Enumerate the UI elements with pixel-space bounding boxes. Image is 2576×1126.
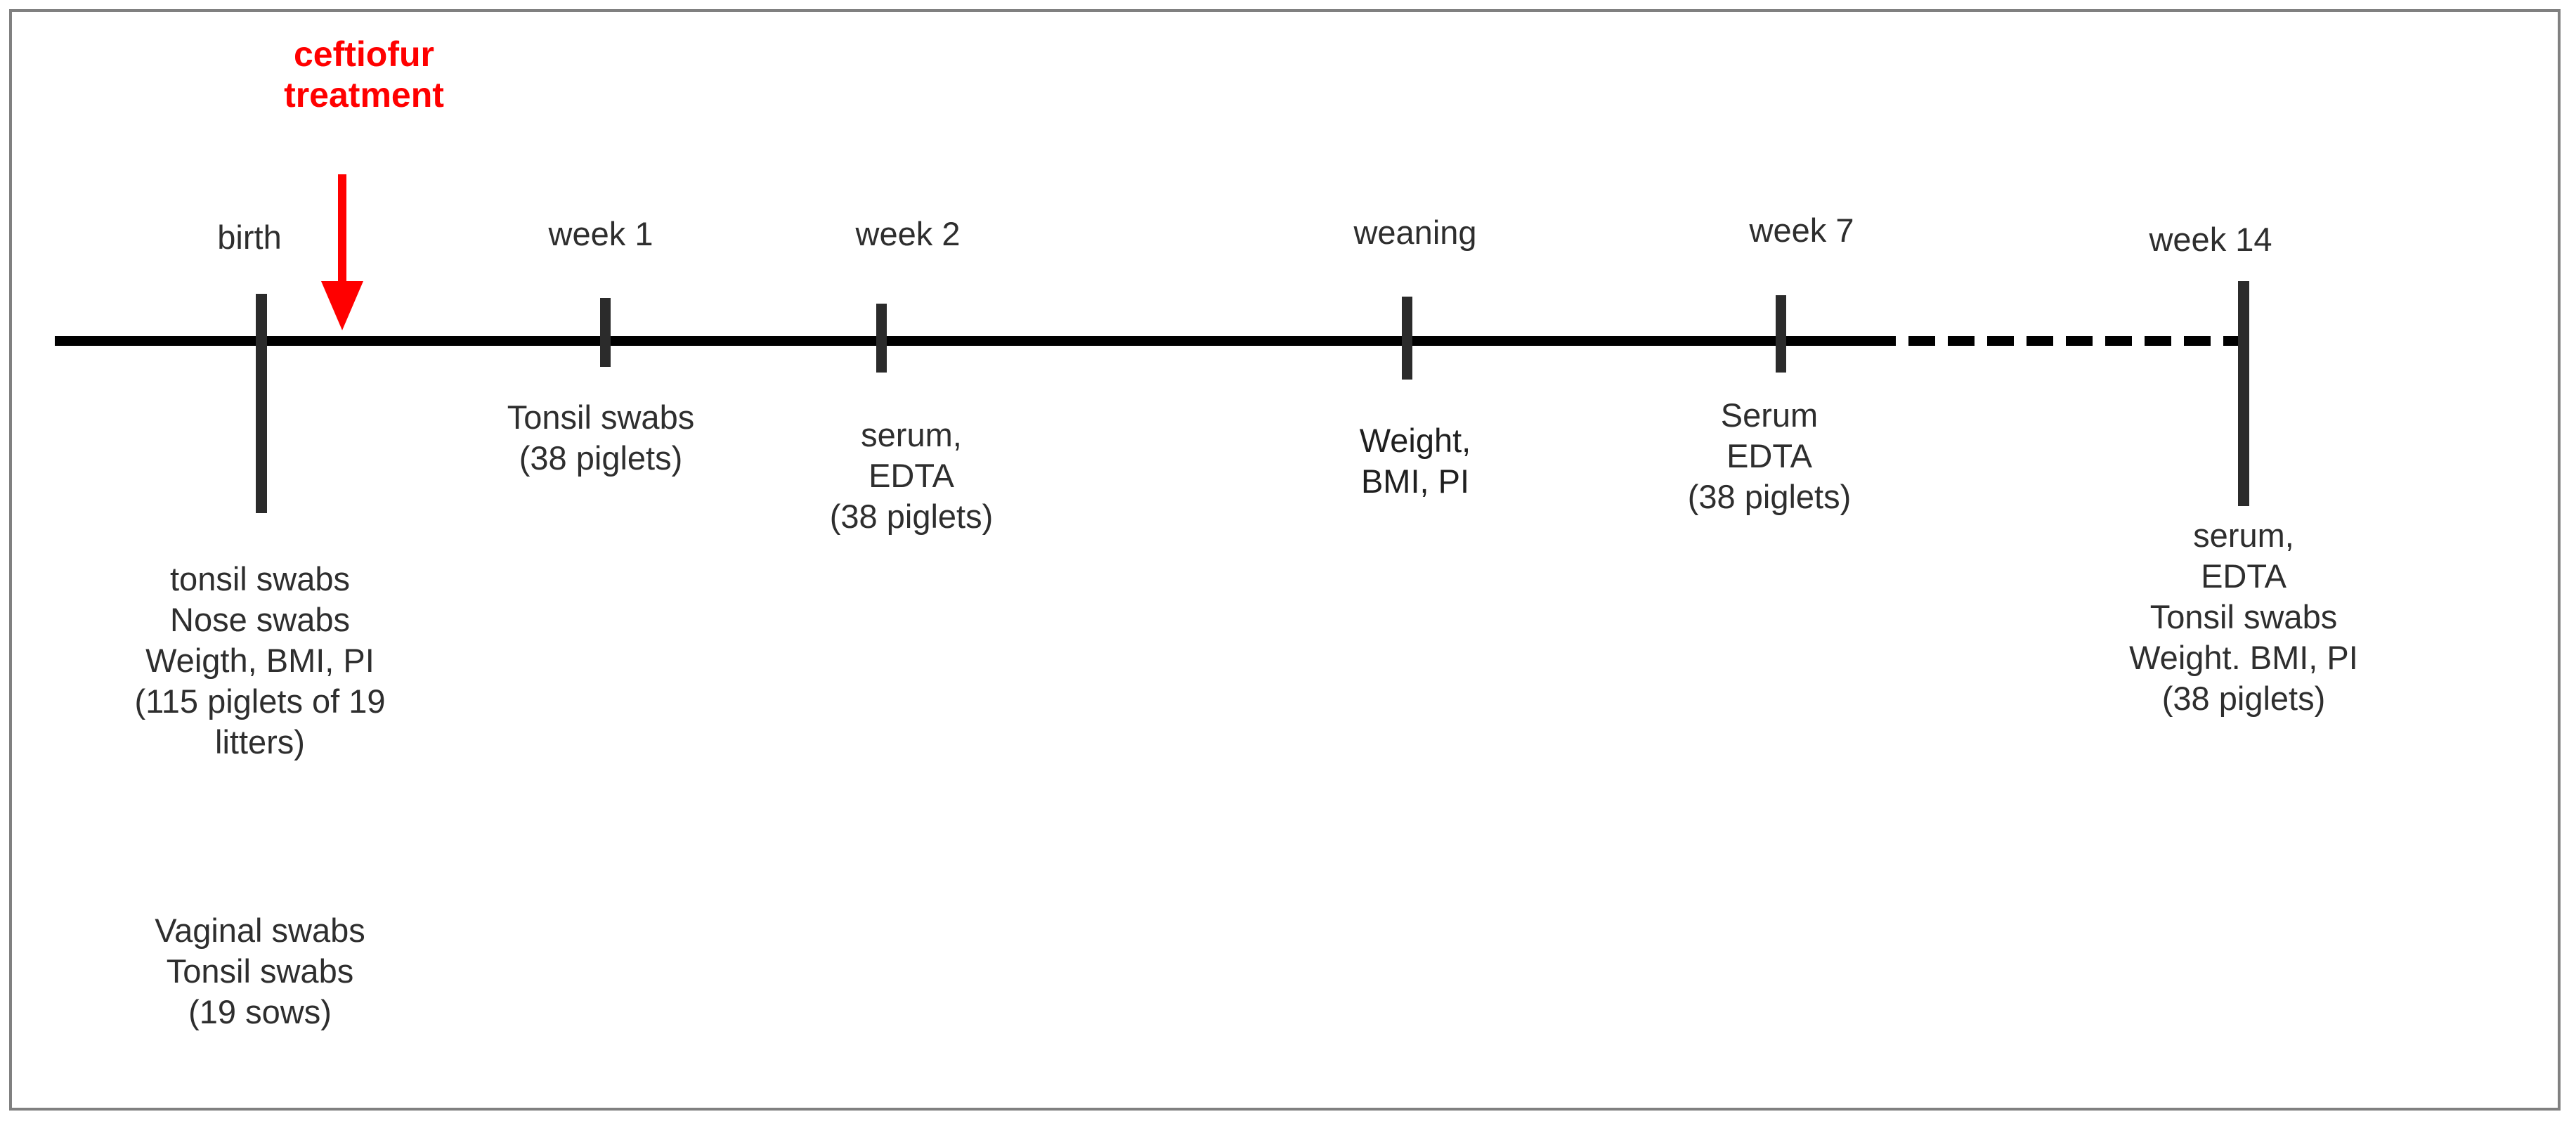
note-birth-sows: Vaginal swabs Tonsil swabs (19 sows) [155,912,365,1030]
timepoint-label-week-2: week 2 [855,215,961,252]
note-birth-piglets: tonsil swabs Nose swabs Weigth, BMI, PI … [134,560,386,761]
timepoint-label-week-7: week 7 [1749,212,1854,249]
note-week-7: Serum EDTA (38 piglets) [1687,396,1852,515]
tick-birth [256,294,267,513]
note-weaning: Weight, BMI, PI [1359,422,1471,500]
note-week-1: Tonsil swabs (38 piglets) [507,399,695,477]
tick-weaning [1402,297,1412,380]
timepoint-label-week-1: week 1 [548,215,653,252]
timepoint-label-birth: birth [217,219,282,256]
note-week-14: serum, EDTA Tonsil swabs Weight. BMI, PI… [2129,517,2358,717]
tick-week-14 [2238,281,2249,506]
figure-border [9,9,2561,1111]
timeline-axis-dashed [1869,336,2249,346]
timepoint-label-week-14: week 14 [2149,221,2272,258]
down-arrow-icon [321,174,363,330]
timeline-axis-solid [55,336,1871,346]
ceftiofur-treatment-label: ceftiofur treatment [284,34,444,115]
tick-week-1 [600,298,611,367]
note-week-2: serum, EDTA (38 piglets) [829,416,994,535]
tick-week-2 [876,304,887,373]
tick-week-7 [1776,295,1786,373]
timepoint-label-weaning: weaning [1353,214,1477,251]
